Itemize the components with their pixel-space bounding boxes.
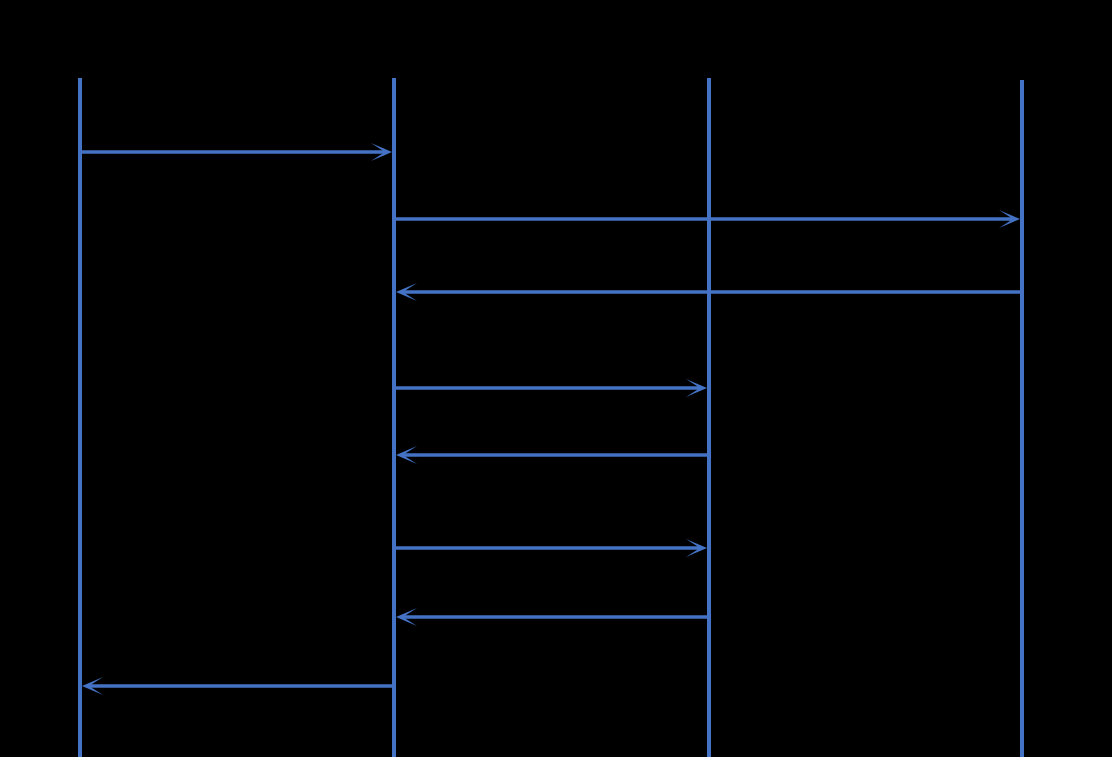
message-3-arrowhead-icon: [396, 283, 417, 301]
message-8-arrowhead-icon: [82, 677, 103, 695]
message-1-arrowhead-icon: [371, 143, 392, 161]
message-2-arrowhead-icon: [999, 210, 1020, 228]
message-5-arrowhead-icon: [396, 446, 417, 464]
message-7-arrowhead-icon: [396, 608, 417, 626]
message-4-arrowhead-icon: [686, 379, 707, 397]
message-6-arrowhead-icon: [686, 539, 707, 557]
